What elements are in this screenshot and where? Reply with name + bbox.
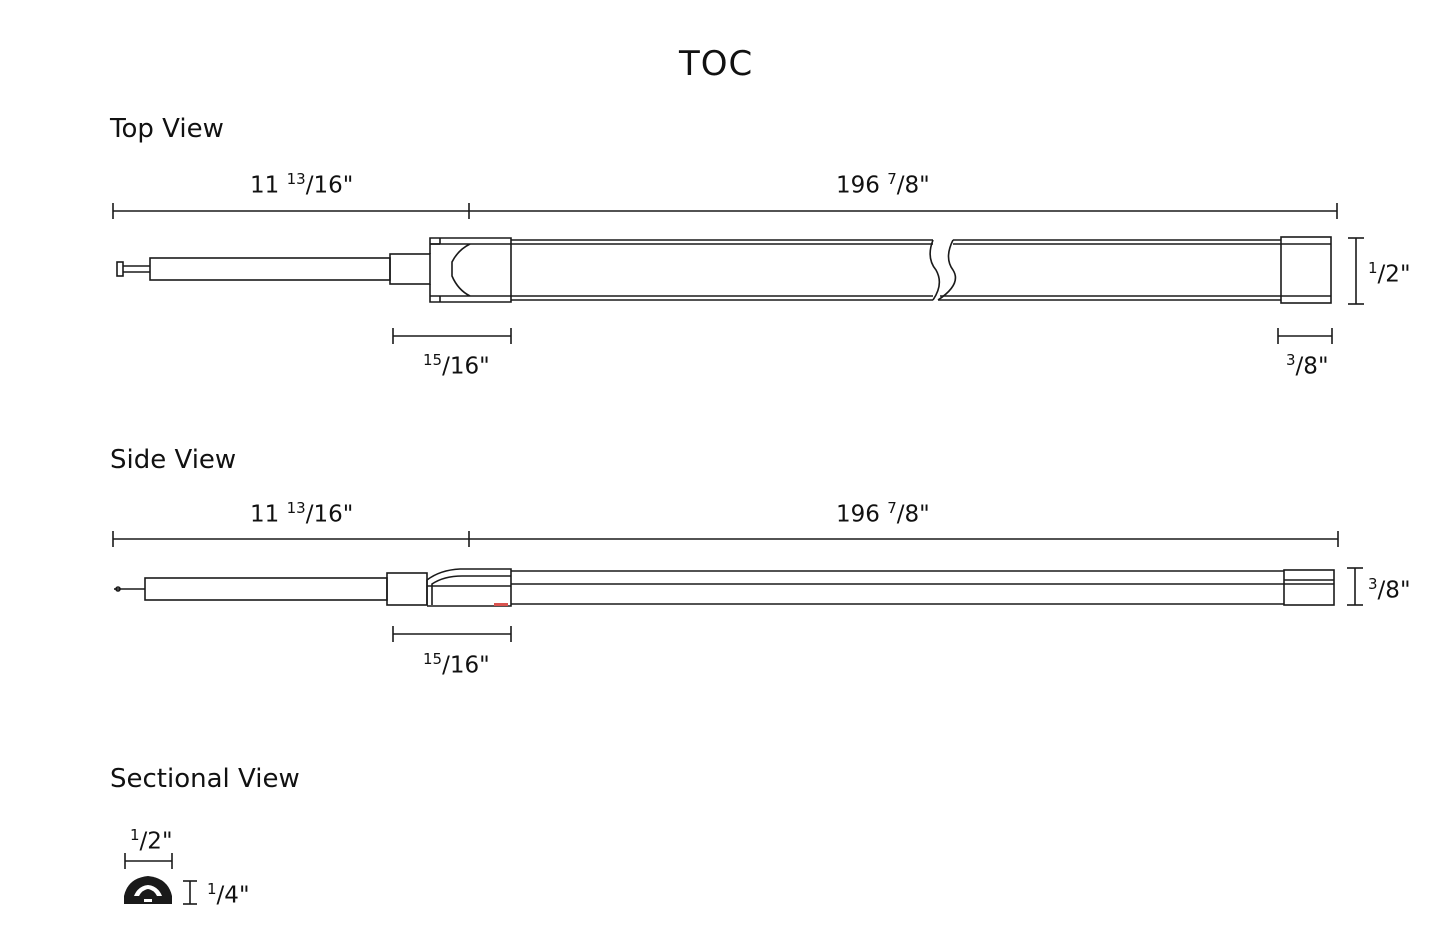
section-profile-shape — [124, 876, 172, 904]
top-strip-length-label: 196 7/8" — [836, 170, 930, 199]
section-width-label: 1/2" — [130, 826, 173, 855]
top-end-cap — [1280, 236, 1332, 304]
side-lead-length-label: 11 13/16" — [250, 499, 354, 528]
top-end-cap-dimension-line — [1277, 328, 1333, 344]
side-view-heading: Side View — [110, 445, 237, 475]
top-connector-dimension-line — [392, 328, 512, 344]
side-strip-length-label: 196 7/8" — [836, 499, 930, 528]
top-view-heading: Top View — [110, 114, 224, 144]
top-strip-body — [511, 239, 1281, 301]
top-connector — [429, 237, 512, 303]
top-end-cap-label: 3/8" — [1286, 351, 1329, 380]
side-height-dimension-line — [1347, 567, 1363, 606]
side-strip-dimension-line — [469, 531, 1339, 547]
section-height-label: 1/4" — [207, 880, 250, 909]
top-strip-dimension-line — [469, 203, 1338, 219]
side-lead-dimension-line — [112, 531, 470, 547]
top-height-dimension-line — [1348, 237, 1364, 305]
top-lead-length-label: 11 13/16" — [250, 170, 354, 199]
side-connector — [426, 568, 512, 607]
side-connector-accent — [494, 603, 508, 606]
sectional-view-heading: Sectional View — [110, 764, 300, 794]
top-lead-dimension-line — [112, 203, 470, 219]
side-strip-body — [511, 570, 1284, 605]
side-connector-label: 15/16" — [423, 650, 490, 679]
section-width-dimension-line — [124, 853, 173, 869]
top-connector-label: 15/16" — [423, 351, 490, 380]
section-height-dimension-line — [183, 880, 197, 905]
side-height-label: 3/8" — [1368, 575, 1411, 604]
top-lead-wire — [116, 253, 431, 285]
side-connector-dimension-line — [392, 626, 512, 642]
page-title: TOC — [679, 44, 754, 84]
side-end-cap — [1283, 569, 1335, 606]
top-height-label: 1/2" — [1368, 259, 1411, 288]
side-lead-wire — [114, 572, 428, 606]
